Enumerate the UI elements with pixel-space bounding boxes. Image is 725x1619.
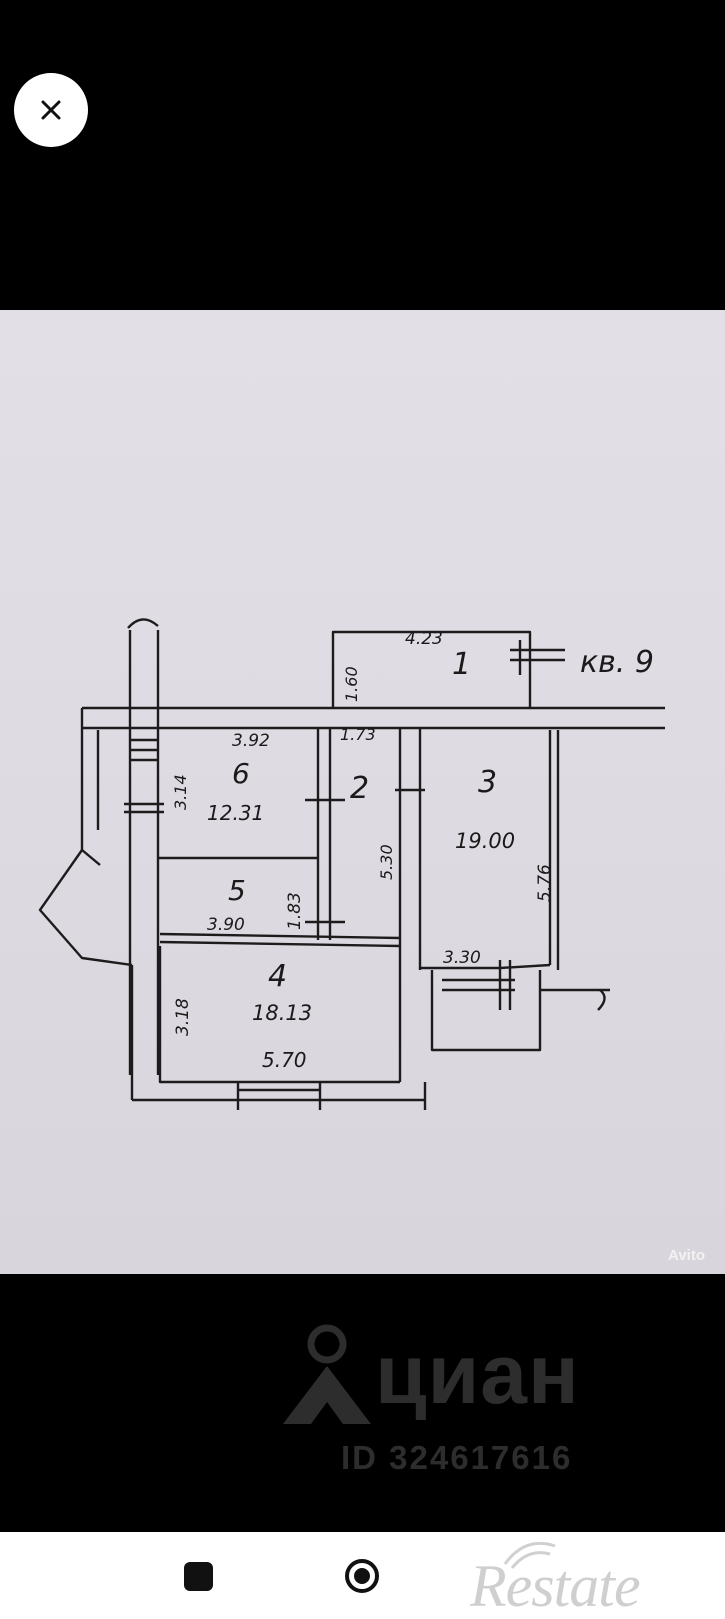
plan-walls: [38, 618, 665, 1110]
room-1-number: 1: [452, 647, 471, 682]
room-4-depth: 3.18: [173, 998, 193, 1036]
cian-brand: циан: [375, 1327, 580, 1421]
restate-brand: Restate: [470, 1553, 641, 1619]
room-3-width: 3.30: [443, 948, 481, 968]
apartment-label: кв. 9: [580, 645, 654, 680]
room-1-depth: 1.60: [342, 666, 361, 702]
recents-button[interactable]: [184, 1562, 213, 1591]
restate-watermark: Restate: [470, 1541, 720, 1619]
room-6-width: 3.92: [232, 731, 270, 751]
room-6-depth: 3.14: [171, 774, 190, 810]
close-x-icon: [41, 100, 61, 120]
room-5-depth: 1.83: [285, 892, 305, 930]
floor-plan-drawing: кв. 9 1 4.23 1.60 2 1.73 5.30 3 19.00 3.…: [38, 618, 665, 1110]
room-5-number: 5: [228, 874, 246, 907]
cian-watermark: циан ID 324617616: [275, 1322, 675, 1476]
room-5-width: 3.90: [207, 915, 245, 935]
room-4-width: 5.70: [262, 1048, 307, 1072]
close-button[interactable]: [14, 73, 88, 147]
room-3-area: 19.00: [455, 829, 515, 853]
room-2-depth: 5.30: [377, 844, 396, 880]
room-2-width: 1.73: [340, 725, 376, 744]
room-4-area: 18.13: [252, 1001, 312, 1025]
home-button[interactable]: [343, 1557, 381, 1595]
plan-labels: кв. 9 1 4.23 1.60 2 1.73 5.30 3 19.00 3.…: [171, 629, 654, 1072]
home-circle-icon: [345, 1559, 379, 1593]
room-4-number: 4: [268, 959, 287, 994]
room-6-area: 12.31: [207, 801, 264, 825]
cian-logo-icon: [283, 1324, 371, 1424]
floor-plan-image[interactable]: кв. 9 1 4.23 1.60 2 1.73 5.30 3 19.00 3.…: [0, 310, 725, 1274]
avito-watermark: Avito: [668, 1247, 705, 1264]
restate-logo-icon: [503, 1541, 556, 1569]
system-navigation-bar: Restate: [0, 1532, 725, 1619]
room-3-number: 3: [478, 765, 497, 800]
room-2-number: 2: [350, 771, 369, 806]
room-1-width: 4.23: [405, 629, 443, 649]
room-3-depth: 5.76: [535, 864, 555, 902]
room-6-number: 6: [232, 757, 250, 790]
cian-listing-id: ID 324617616: [341, 1439, 573, 1476]
